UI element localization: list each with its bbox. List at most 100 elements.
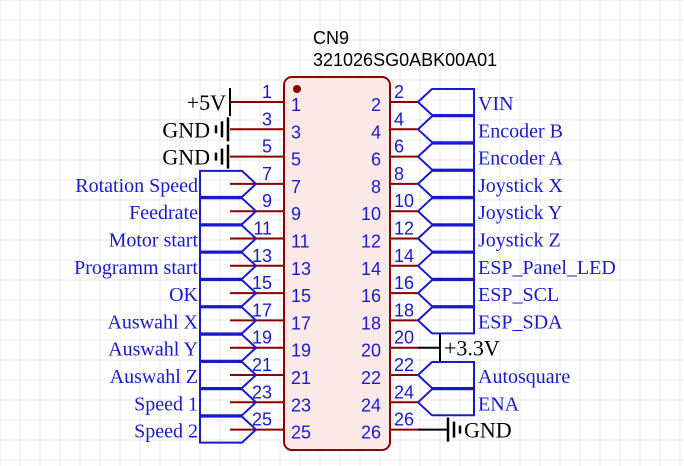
pin-name: 13 — [291, 259, 311, 279]
pin-number: 16 — [394, 273, 414, 293]
pin-name: 9 — [291, 204, 301, 224]
pin-name: 21 — [291, 368, 311, 388]
pin-number: 26 — [394, 410, 414, 430]
ground-label: GND — [464, 418, 512, 443]
ground-label: GND — [162, 117, 210, 142]
net-label-text: Joystick Y — [478, 202, 562, 224]
net-label-shape — [199, 415, 258, 444]
net-label-shape — [416, 388, 475, 417]
pin-name: 5 — [291, 150, 301, 170]
pin-number: 21 — [252, 355, 272, 375]
net-label-text: Feedrate — [129, 202, 198, 224]
connector-body — [283, 76, 391, 451]
net-label-text: Auswahl Z — [110, 366, 198, 388]
net-label-shape — [416, 142, 475, 171]
pin-number: 15 — [252, 273, 272, 293]
net-label-text: Encoder A — [478, 148, 564, 170]
net-label-shape — [416, 88, 475, 116]
pin-number: 11 — [253, 219, 272, 239]
net-label-shape — [416, 361, 475, 389]
net-label-text: Encoder B — [478, 120, 563, 142]
pin-number: 18 — [394, 300, 414, 320]
net-label-text: Rotation Speed — [75, 175, 198, 197]
pin-name: 19 — [291, 341, 311, 361]
net-label-text: Auswahl Y — [108, 339, 198, 361]
pin-number: 5 — [262, 137, 272, 157]
power-label: +5V — [187, 90, 226, 115]
pin-number: 6 — [394, 137, 404, 157]
pin-name: 15 — [291, 286, 311, 306]
net-label-text: Motor start — [109, 230, 199, 252]
pin-name: 12 — [361, 232, 381, 252]
pin-number: 12 — [394, 219, 414, 239]
net-label-text: OK — [169, 284, 198, 306]
net-label-shape — [199, 251, 258, 280]
pin-number: 17 — [252, 300, 272, 320]
pin-name: 11 — [291, 232, 310, 252]
pin-name: 14 — [361, 259, 381, 279]
pin-name: 1 — [291, 95, 301, 115]
net-label-shape — [199, 169, 258, 198]
net-label-shape — [199, 388, 258, 417]
pin-name: 24 — [361, 395, 381, 415]
pin-name: 22 — [361, 368, 381, 388]
pin-name: 8 — [371, 177, 381, 197]
pin-name: 4 — [371, 122, 381, 142]
net-label-text: ESP_SCL — [478, 284, 559, 306]
net-label-shape — [416, 197, 475, 226]
pin-name: 25 — [291, 423, 311, 443]
pin-number: 9 — [262, 191, 272, 211]
power-label: +3.3V — [444, 336, 500, 361]
pin-name: 20 — [361, 341, 381, 361]
net-label-shape — [416, 115, 475, 144]
pin-name: 6 — [371, 150, 381, 170]
net-label-text: Speed 1 — [134, 393, 198, 415]
pin-name: 26 — [361, 423, 381, 443]
net-label-text: Auswahl X — [107, 311, 198, 333]
pin-number: 22 — [394, 355, 414, 375]
component-ref: CN9 — [313, 28, 349, 48]
pin-name: 2 — [371, 95, 381, 115]
pin-number: 8 — [394, 164, 404, 184]
net-label-shape — [416, 224, 475, 253]
pin-number: 13 — [252, 246, 272, 266]
pin-number: 3 — [262, 109, 272, 129]
pin-number: 1 — [262, 82, 272, 102]
left-pin-5: 55 GND — [162, 137, 301, 170]
pin-name: 10 — [361, 204, 381, 224]
component-part-number: 321026SG0ABK00A01 — [313, 50, 497, 70]
net-label-text: ESP_SDA — [478, 311, 563, 333]
pin-number: 20 — [394, 328, 414, 348]
pin-number: 7 — [262, 164, 272, 184]
pin-number: 25 — [252, 410, 272, 430]
net-label-text: ENA — [478, 393, 520, 415]
pin1-marker-dot — [293, 85, 301, 93]
pin-name: 18 — [361, 313, 381, 333]
pin-number: 14 — [394, 246, 414, 266]
ground-label: GND — [162, 145, 210, 170]
pin-number: 10 — [394, 191, 414, 211]
net-label-shape — [199, 197, 258, 226]
net-label-shape — [416, 169, 475, 198]
net-label-shape — [199, 224, 258, 253]
